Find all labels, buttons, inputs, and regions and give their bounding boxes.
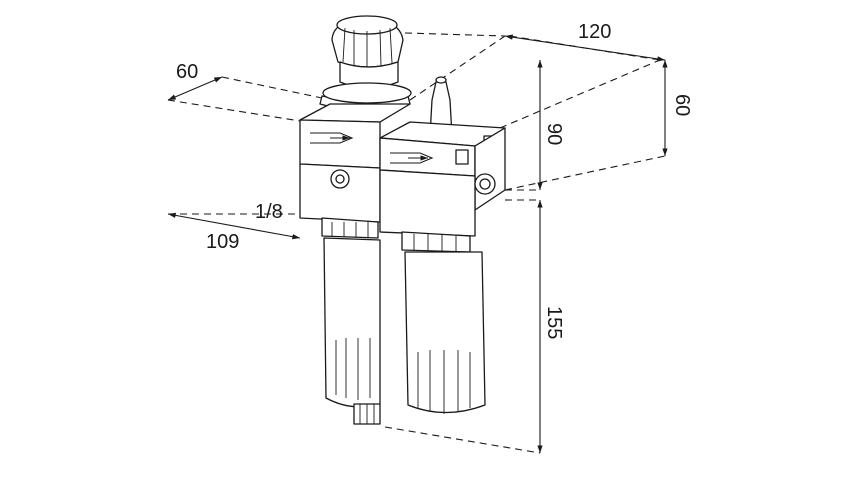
dimension-lines — [167, 34, 668, 453]
lubricator-unit — [379, 76, 506, 414]
dim-label-width-front: 109 — [206, 231, 239, 253]
dim-label-width-top: 120 — [578, 21, 611, 43]
regulator-unit — [299, 15, 412, 425]
dim-label-depth-right: 60 — [671, 94, 693, 116]
adjustment-knob — [319, 15, 412, 111]
dim-label-height-upper: 90 — [543, 123, 565, 145]
dim-label-height-total: 155 — [543, 306, 565, 339]
dim-label-depth-left: 60 — [176, 61, 198, 83]
dim-label-port: 1/8 — [255, 201, 283, 223]
dimension-labels: 120 60 60 90 1/8 109 155 — [176, 21, 693, 339]
